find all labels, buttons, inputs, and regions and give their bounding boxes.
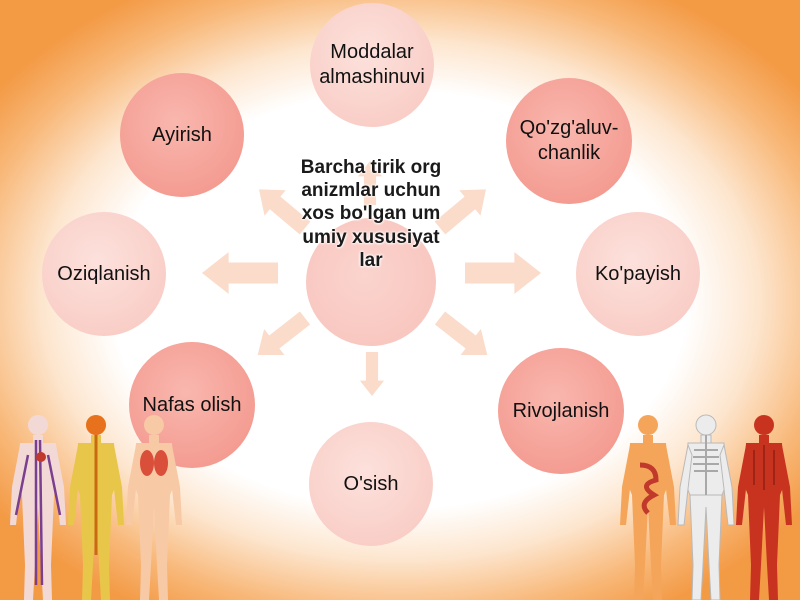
- center-circle: [306, 218, 436, 346]
- respiratory-system-figure: [126, 415, 182, 600]
- nervous-system-figure: [68, 415, 124, 600]
- node-ayirish: Ayirish: [120, 73, 244, 197]
- circulatory-system-figure: [10, 415, 66, 600]
- node-osish: O'sish: [309, 422, 433, 546]
- skeletal-system-figure: [677, 414, 735, 600]
- node-qozgaluvchanlik: Qo'zg'aluv-chanlik: [506, 78, 632, 204]
- node-kopayish: Ko'payish: [576, 212, 700, 336]
- center-label: Barcha tirik organizmlar uchun xos bo'lg…: [300, 157, 442, 271]
- digestive-system-figure: [620, 415, 676, 600]
- node-oziqlanish: Oziqlanish: [42, 212, 166, 336]
- node-rivojlanish: Rivojlanish: [498, 348, 624, 474]
- muscular-system-figure: [736, 415, 792, 600]
